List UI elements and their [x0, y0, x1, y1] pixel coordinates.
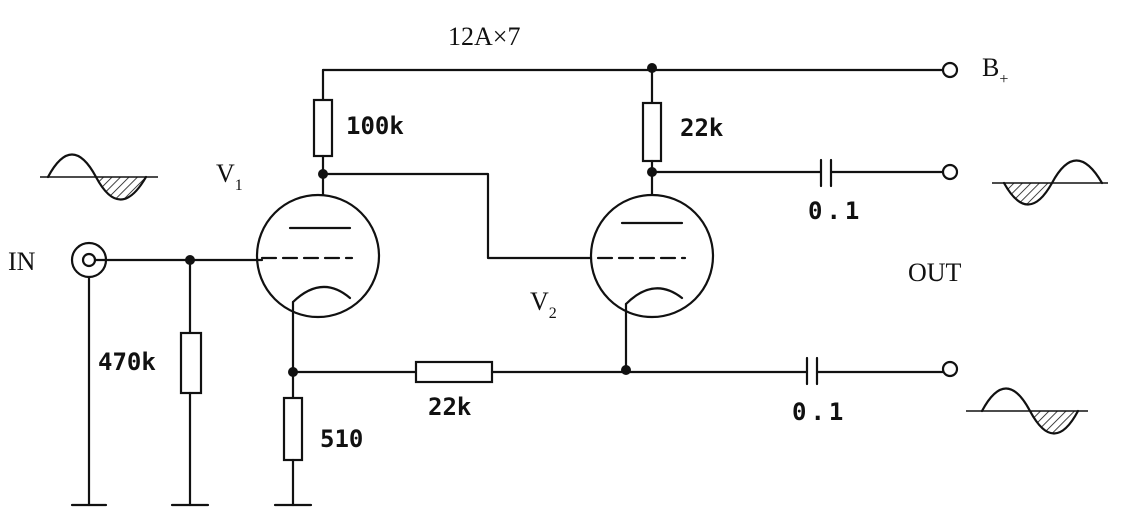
b-plus-rail — [321, 63, 945, 105]
coupling-resistor — [414, 360, 494, 384]
coupling-resistor-label: 22k — [428, 393, 472, 421]
grid-resistor-label: 470k — [98, 348, 156, 376]
output-waveform-top — [992, 159, 1108, 206]
interstage-wire — [321, 172, 610, 260]
plate-resistor-v2 — [641, 101, 663, 163]
cathode-resistor — [282, 396, 304, 462]
cathode-resistor-label: 510 — [320, 425, 363, 453]
input-waveform — [40, 153, 158, 201]
capacitor-top-label: 0.1 — [808, 197, 863, 225]
output-waveform-bottom — [966, 387, 1088, 435]
v2-label: V2 — [530, 287, 557, 322]
plate-resistor-v1-label: 100k — [346, 112, 404, 140]
output-capacitor-top — [819, 158, 833, 188]
output-capacitor-bottom — [805, 356, 819, 386]
input-jack — [70, 241, 264, 507]
tube-v2 — [589, 193, 715, 319]
tube-type-label: 12A×7 — [448, 22, 520, 51]
output-terminal-bottom — [941, 360, 959, 378]
grid-resistor — [179, 331, 203, 395]
output-terminal-top — [941, 163, 959, 181]
tube-v1 — [255, 193, 381, 319]
output-label: OUT — [908, 258, 962, 287]
b-plus-label: B+ — [982, 53, 1008, 88]
capacitor-bottom-label: 0.1 — [792, 398, 847, 426]
v1-label: V1 — [216, 159, 243, 194]
b-plus-terminal — [941, 61, 959, 79]
plate-resistor-v2-label: 22k — [680, 114, 724, 142]
plate-resistor-v1 — [312, 98, 334, 158]
input-label: IN — [8, 247, 36, 276]
